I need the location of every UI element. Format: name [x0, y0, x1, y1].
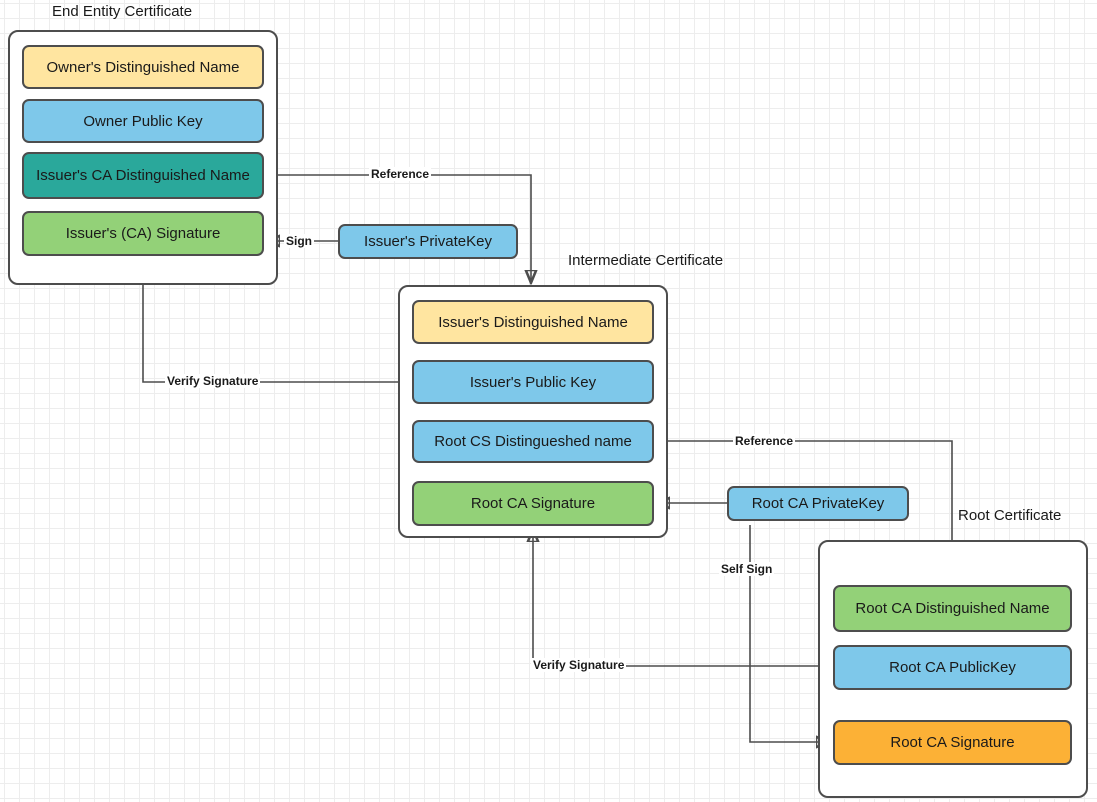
root-field-root-ca-public-key[interactable]: Root CA PublicKey	[833, 645, 1072, 690]
end-entity-certificate-title: End Entity Certificate	[52, 3, 193, 20]
edge-label-verify-signature-bottom: Verify Signature	[531, 658, 627, 672]
end-entity-field-owner-distinguished-name[interactable]: Owner's Distinguished Name	[22, 45, 264, 89]
root-certificate-title: Root Certificate	[958, 507, 1062, 524]
edge-label-verify-signature-top: Verify Signature	[165, 374, 261, 388]
intermediate-certificate-title: Intermediate Certificate	[568, 252, 724, 269]
root-ca-private-key-box[interactable]: Root CA PrivateKey	[727, 486, 909, 521]
edge-label-reference-top: Reference	[369, 167, 432, 181]
intermediate-field-root-ca-signature[interactable]: Root CA Signature	[412, 481, 654, 526]
end-entity-field-issuer-ca-signature[interactable]: Issuer's (CA) Signature	[22, 211, 264, 256]
edge-label-sign: Sign	[284, 234, 314, 248]
end-entity-field-owner-public-key[interactable]: Owner Public Key	[22, 99, 264, 143]
edge-label-self-sign: Self Sign	[719, 562, 775, 576]
intermediate-field-root-cs-distinguished-name[interactable]: Root CS Distingueshed name	[412, 420, 654, 463]
wire-verify-bottom	[533, 530, 832, 667]
end-entity-field-issuer-ca-distinguished-name[interactable]: Issuer's CA Distinguished Name	[22, 152, 264, 199]
wire-self-sign	[749, 525, 828, 742]
intermediate-field-issuer-public-key[interactable]: Issuer's Public Key	[412, 360, 654, 404]
intermediate-field-issuer-distinguished-name[interactable]: Issuer's Distinguished Name	[412, 300, 654, 344]
root-field-root-ca-distinguished-name[interactable]: Root CA Distinguished Name	[833, 585, 1072, 632]
issuer-private-key-box[interactable]: Issuer's PrivateKey	[338, 224, 518, 259]
root-field-root-ca-signature[interactable]: Root CA Signature	[833, 720, 1072, 765]
edge-label-reference-bottom: Reference	[733, 434, 796, 448]
